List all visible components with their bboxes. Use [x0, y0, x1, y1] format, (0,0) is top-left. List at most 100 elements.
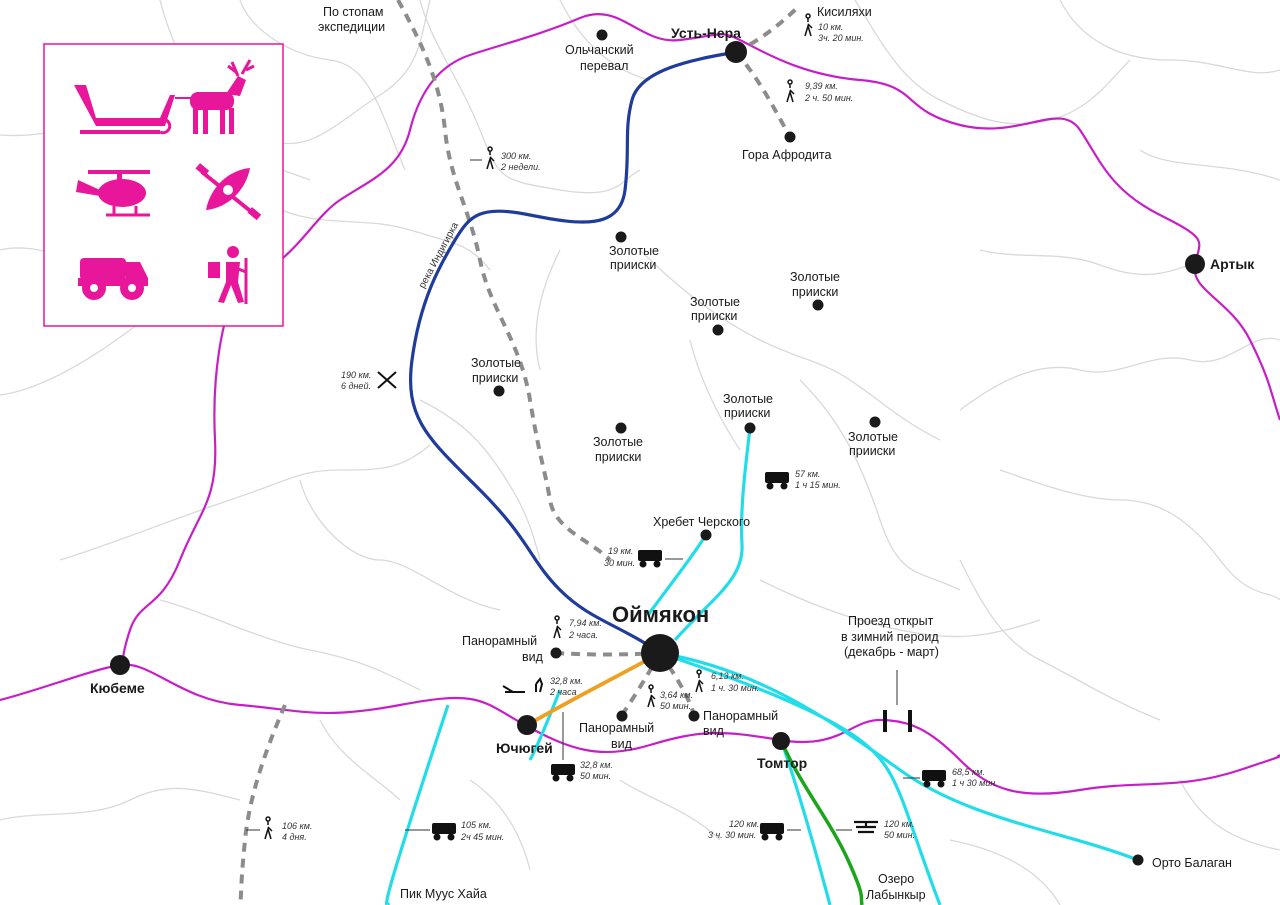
route-sled-path [526, 651, 661, 727]
gold-label-4a: Золотые [471, 356, 521, 370]
route-panorama-walk-km: 7,94 км. [569, 618, 602, 628]
gold-label-1a: Золотые [609, 244, 659, 258]
artyk-marker [1185, 254, 1205, 274]
afrodita-marker [784, 131, 796, 143]
route-west-walk-path [238, 704, 287, 905]
route-walk-south-km: 3,64 км. [660, 690, 693, 700]
ust-nera-label: Усть-Нера [671, 25, 741, 41]
olchansky-marker [596, 29, 608, 41]
route-sled-time: 2 часа [549, 687, 577, 697]
route-afrodita-km: 9,39 км. [805, 81, 838, 91]
expedition-label-1: По стопам [323, 5, 384, 19]
gold-marker-3 [712, 324, 724, 336]
gold-label-7b: прииски [849, 444, 895, 458]
route-kayak-km: 190 км. [341, 370, 371, 380]
route-expedition-km: 300 км. [501, 151, 531, 161]
kayak-icon [195, 163, 262, 221]
gold-label-1b: прииски [610, 258, 656, 272]
offroad-truck-icon [638, 550, 662, 561]
hiker-icon [486, 146, 495, 170]
route-walk-south-time: 50 мин. [660, 701, 691, 711]
gold-marker-1 [615, 231, 627, 243]
kisilyakh-label: Кисиляхи [817, 5, 872, 19]
region-border [0, 12, 1280, 795]
gold-label-2b: прииски [792, 285, 838, 299]
place-markers [110, 29, 1205, 866]
orto-label: Орто Балаган [1152, 856, 1232, 870]
winter-road-barrier [883, 670, 912, 732]
olchansky-label-1: Ольчанский [565, 43, 634, 57]
muus-label: Пик Муус Хайа [400, 887, 487, 901]
hiker-icon [264, 816, 273, 840]
cherskogo-marker [700, 529, 712, 541]
hiker-icon [208, 246, 248, 304]
afrodita-label: Гора Афродита [742, 148, 832, 162]
route-kisilyakh-km: 10 км. [818, 22, 843, 32]
yuchyugei-label: Ючюгей [496, 740, 553, 756]
route-panorama-walk-time: 2 часа. [568, 630, 598, 640]
route-lake-heli-km: 120 км. [884, 819, 914, 829]
gold-marker-5 [744, 422, 756, 434]
gold-label-5a: Золотые [723, 392, 773, 406]
panorama-label-1a: Панорамный [462, 634, 537, 648]
route-kisilyakh-time: 3ч. 20 мин. [818, 33, 864, 43]
tomtor-marker [772, 732, 790, 750]
gold-marker-4 [493, 385, 505, 397]
route-cherskogo-path [646, 534, 708, 616]
helicopter-icon [76, 170, 150, 217]
expedition-label-2: экспедиции [318, 20, 385, 34]
oymyakon-label: Оймякон [612, 602, 709, 627]
gold-label-6b: прииски [595, 450, 641, 464]
panorama-label-1b: вид [522, 650, 544, 664]
gold-label-7a: Золотые [848, 430, 898, 444]
route-heli-path [779, 739, 864, 905]
gold-label-6a: Золотые [593, 435, 643, 449]
panorama-label-3b: вид [703, 724, 725, 738]
cherskogo-label: Хребет Черского [653, 515, 750, 529]
olchansky-label-2: перевал [580, 59, 628, 73]
offroad-truck-icon [765, 472, 789, 483]
route-orto-car-time: 1 ч 30 мин. [952, 778, 998, 788]
hiker-icon [553, 615, 562, 639]
lake-label-2: Лабынкыр [866, 888, 926, 902]
offroad-truck-icon [78, 258, 148, 300]
reindeer-sled-icon [502, 685, 525, 693]
route-west-walk-time: 4 дня. [282, 832, 307, 842]
gold-label-4b: прииски [472, 371, 518, 385]
route-east-path [659, 651, 942, 905]
panorama-marker-2 [616, 710, 628, 722]
panorama-marker-1 [550, 647, 562, 659]
route-afrodita-path [734, 50, 792, 138]
offroad-truck-icon [922, 770, 946, 781]
yuchyugei-marker [517, 715, 537, 735]
route-muus-path [384, 704, 450, 905]
hiker-icon [647, 684, 656, 708]
route-panorama-walk-path [555, 651, 661, 657]
gold-marker-2 [812, 299, 824, 311]
route-expedition-path [396, 0, 612, 562]
route-cherskogo-time: 30 мин. [604, 558, 635, 568]
route-kayak-time: 6 дней. [341, 381, 371, 391]
winter-note-1: Проезд открыт [848, 614, 934, 628]
route-afrodita-time: 2 ч. 50 мин. [804, 93, 853, 103]
offroad-truck-icon [760, 823, 784, 834]
tomtor-label: Томтор [757, 755, 807, 771]
route-walk-east-time: 1 ч. 30 мин. [711, 683, 759, 693]
panorama-label-2b: вид [611, 737, 633, 751]
gold-marker-7 [869, 416, 881, 428]
gold-label-5b: прииски [724, 406, 770, 420]
kyubeme-marker [110, 655, 130, 675]
kyubeme-label: Кюбеме [90, 680, 145, 696]
place-labels: Оймякон Усть-Нера Артык Кюбеме Ючюгей То… [90, 5, 1255, 902]
route-lake-heli-time: 50 мин. [884, 830, 915, 840]
route-expedition-time: 2 недели. [500, 162, 541, 172]
hiker-icon [804, 13, 813, 37]
oymyakon-marker [641, 634, 679, 672]
route-orto-car-km: 68,5 км. [952, 767, 985, 777]
transport-legend [43, 43, 284, 327]
route-yuchyugei-car-path [528, 689, 562, 761]
river-indigirka [409, 50, 737, 655]
reindeer-sled-icon [74, 59, 255, 135]
